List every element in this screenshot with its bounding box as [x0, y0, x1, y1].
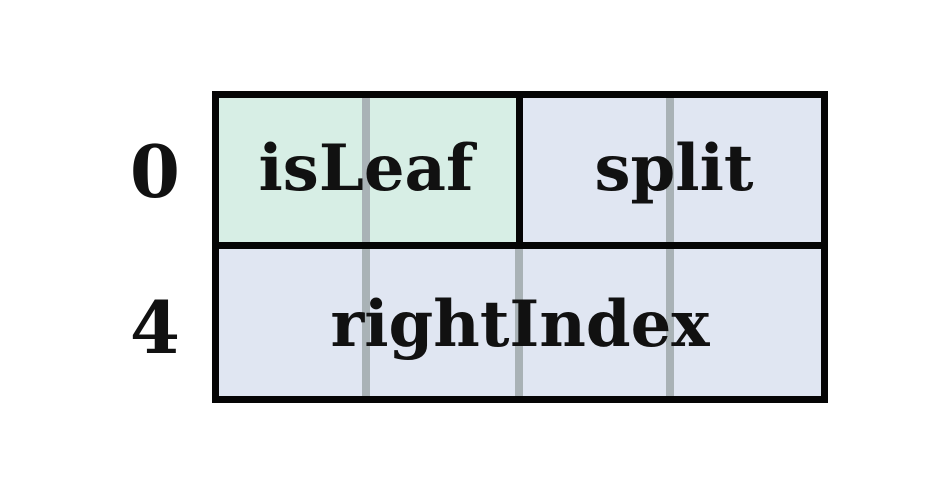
byte-guide-row-0-3 [666, 91, 674, 247]
field-split: split [520, 91, 828, 247]
offset-label-row-0: 0 [129, 129, 180, 214]
field-divider-row-0 [516, 91, 523, 247]
byte-guide-row-1-2 [515, 247, 523, 403]
struct-layout-diagram: isLeaf split rightIndex [212, 91, 828, 403]
byte-guide-row-1-1 [362, 247, 370, 403]
byte-guide-row-0-1 [362, 91, 370, 247]
field-isleaf-label: isLeaf [258, 131, 474, 206]
field-split-label: split [594, 131, 754, 206]
byte-guide-row-1-3 [666, 247, 674, 403]
offset-label-row-1: 4 [129, 285, 180, 370]
field-rightindex-label: rightIndex [330, 287, 710, 362]
